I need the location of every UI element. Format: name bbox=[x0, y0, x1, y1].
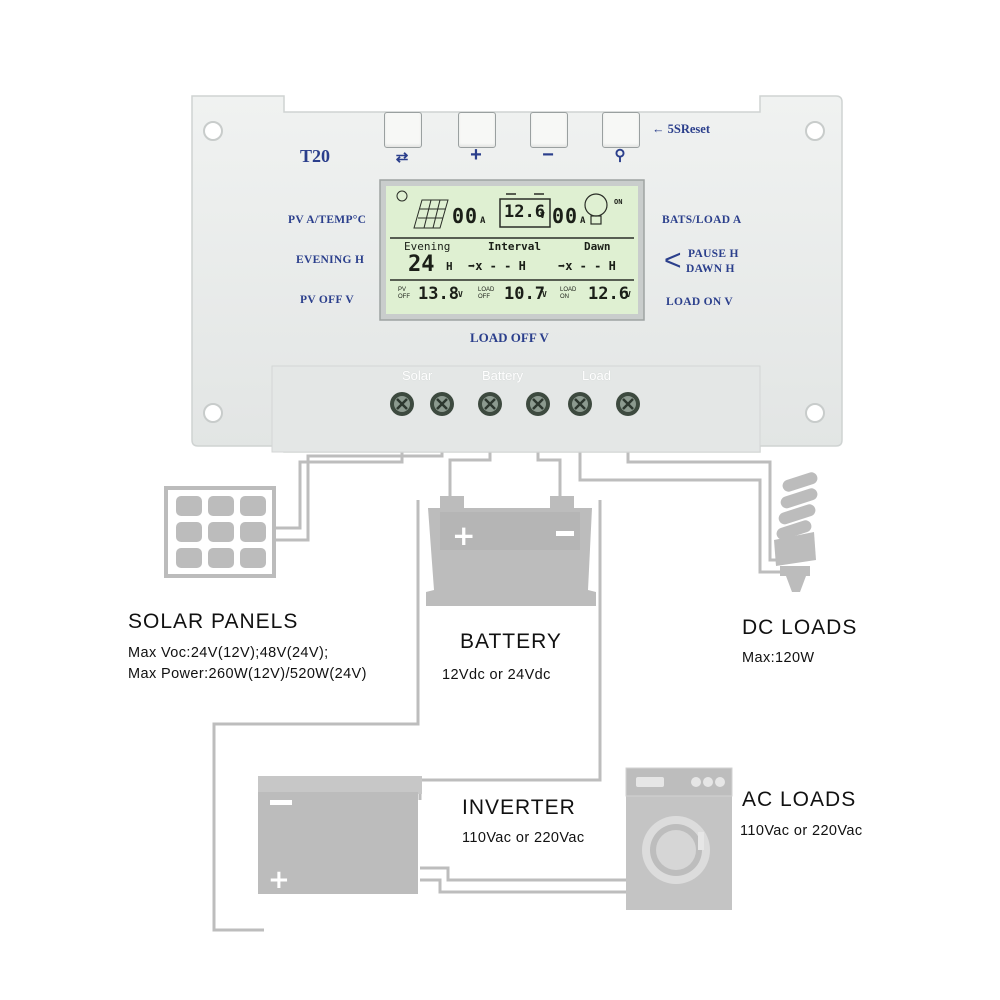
evening-label: EVENING H bbox=[296, 254, 365, 266]
lcd-load-off-label: LOAD OFF bbox=[478, 287, 495, 300]
minus-icon: − bbox=[542, 144, 554, 166]
lcd-load-off-value: 10.7 bbox=[504, 284, 545, 304]
dc-loads-max: Max:120W bbox=[742, 650, 815, 666]
inverter-title: INVERTER bbox=[462, 796, 576, 819]
mount-hole-icon bbox=[805, 121, 825, 141]
solar-panels-power: Max Power:260W(12V)/520W(24V) bbox=[128, 666, 367, 682]
lcd-interval-value: ➡x - - H bbox=[468, 259, 526, 273]
ac-loads-voltage-caption: 110Vac or 220Vac bbox=[740, 823, 863, 839]
solar-panels-title: SOLAR PANELS bbox=[128, 610, 299, 633]
pv-off-label: PV OFF V bbox=[300, 294, 354, 306]
lcd-pv-off-value: 13.8 bbox=[418, 284, 459, 304]
lcd-pv-unit: A bbox=[480, 216, 486, 226]
lcd-pv-off-unit: V bbox=[458, 290, 463, 299]
inverter-icon: + bbox=[258, 776, 422, 895]
bats-load-label: BATS/LOAD A bbox=[662, 214, 742, 226]
terminal-screws bbox=[390, 392, 640, 416]
solar-panel-icon bbox=[164, 486, 276, 578]
mount-hole-icon bbox=[203, 403, 223, 423]
inverter-acload-wire-2 bbox=[420, 866, 626, 882]
mode-button[interactable] bbox=[384, 112, 422, 148]
battery-inverter-positive-wire bbox=[212, 500, 420, 932]
load-positive-wire bbox=[578, 412, 780, 574]
minus-button[interactable] bbox=[530, 112, 568, 148]
lcd-on-indicator: ON bbox=[614, 198, 623, 206]
battery-voltage-caption: 12Vdc or 24Vdc bbox=[442, 667, 551, 683]
lcd-battery-unit: V bbox=[540, 211, 545, 220]
battery-title: BATTERY bbox=[460, 630, 562, 653]
inverter-voltage-caption: 110Vac or 220Vac bbox=[462, 830, 585, 846]
dawn-label: DAWN H bbox=[686, 263, 735, 275]
bulb-icon: ⚲ bbox=[614, 147, 626, 164]
battery-icon: + bbox=[426, 496, 596, 606]
lcd-evening-hours: 24 bbox=[408, 252, 435, 277]
reset-label: ← 5SReset bbox=[652, 122, 710, 136]
load-off-label: LOAD OFF V bbox=[470, 330, 549, 345]
pause-label: PAUSE H bbox=[688, 248, 739, 260]
model-label: T20 bbox=[300, 146, 331, 166]
plus-button[interactable] bbox=[458, 112, 496, 148]
lcd-load-current: 00 bbox=[552, 204, 579, 228]
lcd-load-unit: A bbox=[580, 216, 586, 226]
dc-loads-title: DC LOADS bbox=[742, 616, 858, 639]
plus-icon: + bbox=[470, 144, 482, 166]
swap-arrows-icon: ⇄ bbox=[395, 149, 409, 166]
inverter-acload-wire-1 bbox=[420, 878, 626, 894]
lcd-load-on-unit: V bbox=[626, 290, 631, 299]
terminal-battery-label: Battery bbox=[482, 368, 524, 383]
ac-load-washer-icon bbox=[625, 767, 733, 910]
load-button[interactable] bbox=[602, 112, 640, 148]
mount-hole-icon bbox=[805, 403, 825, 423]
lcd-pv-off-label: PV OFF bbox=[398, 287, 410, 300]
lcd-load-on-label: LOAD ON bbox=[560, 287, 577, 300]
lcd-pv-current: 00 bbox=[452, 204, 479, 228]
lcd-dawn-header: Dawn bbox=[584, 240, 611, 253]
solar-panels-voc: Max Voc:24V(12V);48V(24V); bbox=[128, 645, 329, 661]
ac-loads-title: AC LOADS bbox=[742, 788, 857, 811]
lcd-load-on-value: 12.6 bbox=[588, 284, 629, 304]
terminal-load-label: Load bbox=[582, 368, 611, 383]
lcd-dawn-value: ➡x - - H bbox=[558, 259, 616, 273]
svg-text:+: + bbox=[452, 519, 475, 552]
mount-hole-icon bbox=[203, 121, 223, 141]
terminal-solar-label: Solar bbox=[402, 368, 433, 383]
svg-text:+: + bbox=[268, 865, 290, 895]
lcd-battery-voltage: 12.6 bbox=[504, 202, 545, 222]
load-on-label: LOAD ON V bbox=[666, 296, 734, 308]
lcd-hour-unit: H bbox=[446, 260, 453, 273]
dc-load-bulb-icon bbox=[774, 472, 818, 592]
chevron-left-icon: < bbox=[664, 244, 682, 277]
lcd-evening-header: Evening bbox=[404, 240, 451, 253]
lcd-load-off-unit: V bbox=[542, 290, 547, 299]
pv-temp-label: PV A/TEMP°C bbox=[288, 214, 367, 226]
lcd-interval-header: Interval bbox=[488, 240, 541, 253]
